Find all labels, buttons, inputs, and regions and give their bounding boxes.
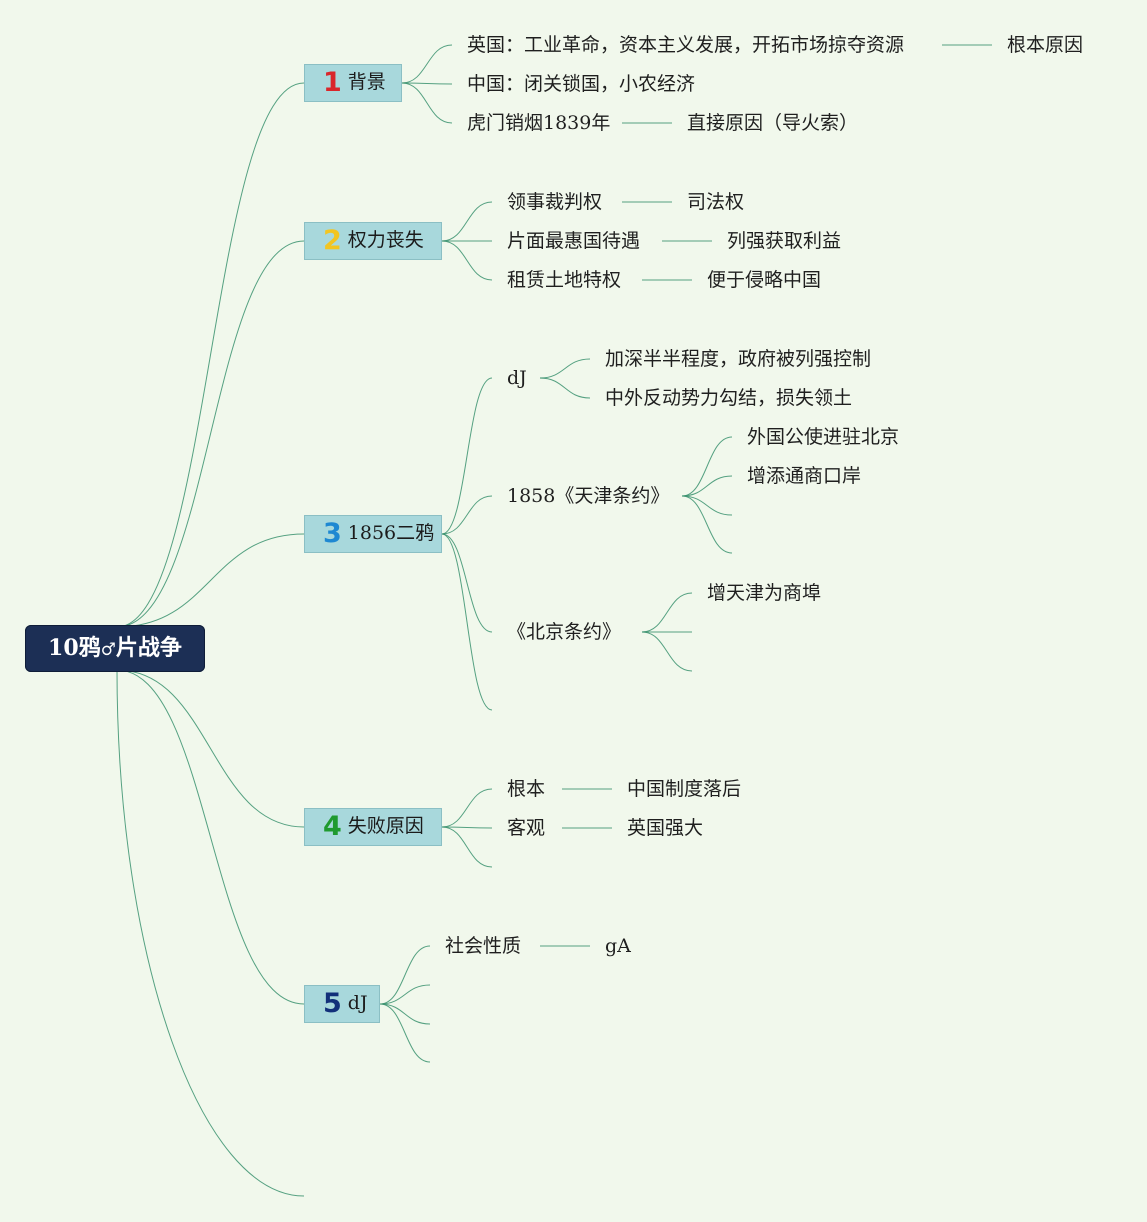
note-britain-strong[interactable]: 英国强大 xyxy=(627,817,704,839)
note-root-cause[interactable]: 根本原因 xyxy=(1007,34,1084,56)
connector-curve xyxy=(441,533,493,711)
subtopic-humen[interactable]: 虎门销烟1839年 xyxy=(467,112,611,134)
subtopic-britain[interactable]: 英国：工业革命，资本主义发展，开拓市场掠夺资源 xyxy=(467,34,905,56)
connector-curve xyxy=(681,475,733,497)
connector-curve xyxy=(401,82,453,85)
connector-curve xyxy=(681,495,733,554)
detail-collusion[interactable]: 中外反动势力勾结，损失领土 xyxy=(605,387,853,409)
connector-curve xyxy=(379,945,431,1005)
connector-curve xyxy=(379,1003,431,1025)
connector-curve xyxy=(539,377,591,399)
connector-curve xyxy=(441,826,493,868)
subtopic-land-lease[interactable]: 租赁土地特权 xyxy=(507,269,622,291)
connector-curve xyxy=(401,82,453,124)
note-system-backward[interactable]: 中国制度落后 xyxy=(627,778,742,800)
topic-label: 1856二鸦 xyxy=(347,522,435,544)
note-ga[interactable]: gA xyxy=(605,935,631,957)
detail-more-ports[interactable]: 增添通商口岸 xyxy=(747,465,862,487)
subtopic-objective[interactable]: 客观 xyxy=(507,817,546,839)
note-direct-cause[interactable]: 直接原因（导火索） xyxy=(687,112,859,134)
subtopic-treaty-beijing[interactable]: 《北京条约》 xyxy=(507,621,622,643)
detail-tianjin-port[interactable]: 增天津为商埠 xyxy=(707,582,822,604)
connector-curve xyxy=(681,495,733,516)
number-5-marker: 5 xyxy=(323,988,342,1019)
connector-curve xyxy=(116,669,305,1005)
topic-label: 背景 xyxy=(347,71,386,93)
connector-curve xyxy=(116,82,305,628)
topic-label: dJ xyxy=(347,992,368,1014)
connector-curve xyxy=(116,669,305,828)
connector-curve xyxy=(441,826,493,829)
subtopic-most-favored-nation[interactable]: 片面最惠国待遇 xyxy=(507,230,641,252)
connector-curve xyxy=(401,44,453,84)
note-judicial[interactable]: 司法权 xyxy=(687,191,745,213)
subtopic-consular-jurisdiction[interactable]: 领事裁判权 xyxy=(507,191,603,213)
subtopic-treaty-tianjin[interactable]: 1858《天津条约》 xyxy=(507,485,670,507)
detail-envoys-beijing[interactable]: 外国公使进驻北京 xyxy=(747,426,900,448)
subtopic-china[interactable]: 中国：闭关锁国，小农经济 xyxy=(467,73,696,95)
topic-label: 失败原因 xyxy=(347,815,424,837)
topic-label: 权力丧失 xyxy=(347,229,424,251)
connector-curve xyxy=(379,984,431,1005)
subtopic-dj[interactable]: dJ xyxy=(507,367,527,389)
subtopic-social-nature[interactable]: 社会性质 xyxy=(445,935,522,957)
connector-curve xyxy=(379,1003,431,1063)
detail-semi-colonial[interactable]: 加深半半程度，政府被列强控制 xyxy=(605,348,872,370)
connector-curve xyxy=(441,495,493,535)
number-2-marker: 2 xyxy=(323,225,342,256)
connector-curve xyxy=(441,240,493,281)
central-topic[interactable]: 10鸦♂片战争 xyxy=(25,625,205,672)
connector-curve xyxy=(681,436,733,497)
note-powers-gain[interactable]: 列强获取利益 xyxy=(727,230,842,252)
note-invasion[interactable]: 便于侵略中国 xyxy=(707,269,822,291)
connector-curve xyxy=(539,358,591,379)
connector-curve xyxy=(116,533,305,628)
number-1-marker: 1 xyxy=(323,67,342,98)
connector-curve xyxy=(441,533,493,633)
connector-curve xyxy=(441,201,493,242)
connector-curve xyxy=(441,788,493,828)
subtopic-fundamental[interactable]: 根本 xyxy=(507,778,546,800)
connector-curve xyxy=(641,592,693,633)
number-3-marker: 3 xyxy=(323,518,342,549)
number-4-marker: 4 xyxy=(323,811,342,842)
connector-curve xyxy=(116,669,305,1197)
connector-curve xyxy=(116,240,305,628)
connector-curve xyxy=(441,377,493,535)
connector-curve xyxy=(641,631,693,672)
